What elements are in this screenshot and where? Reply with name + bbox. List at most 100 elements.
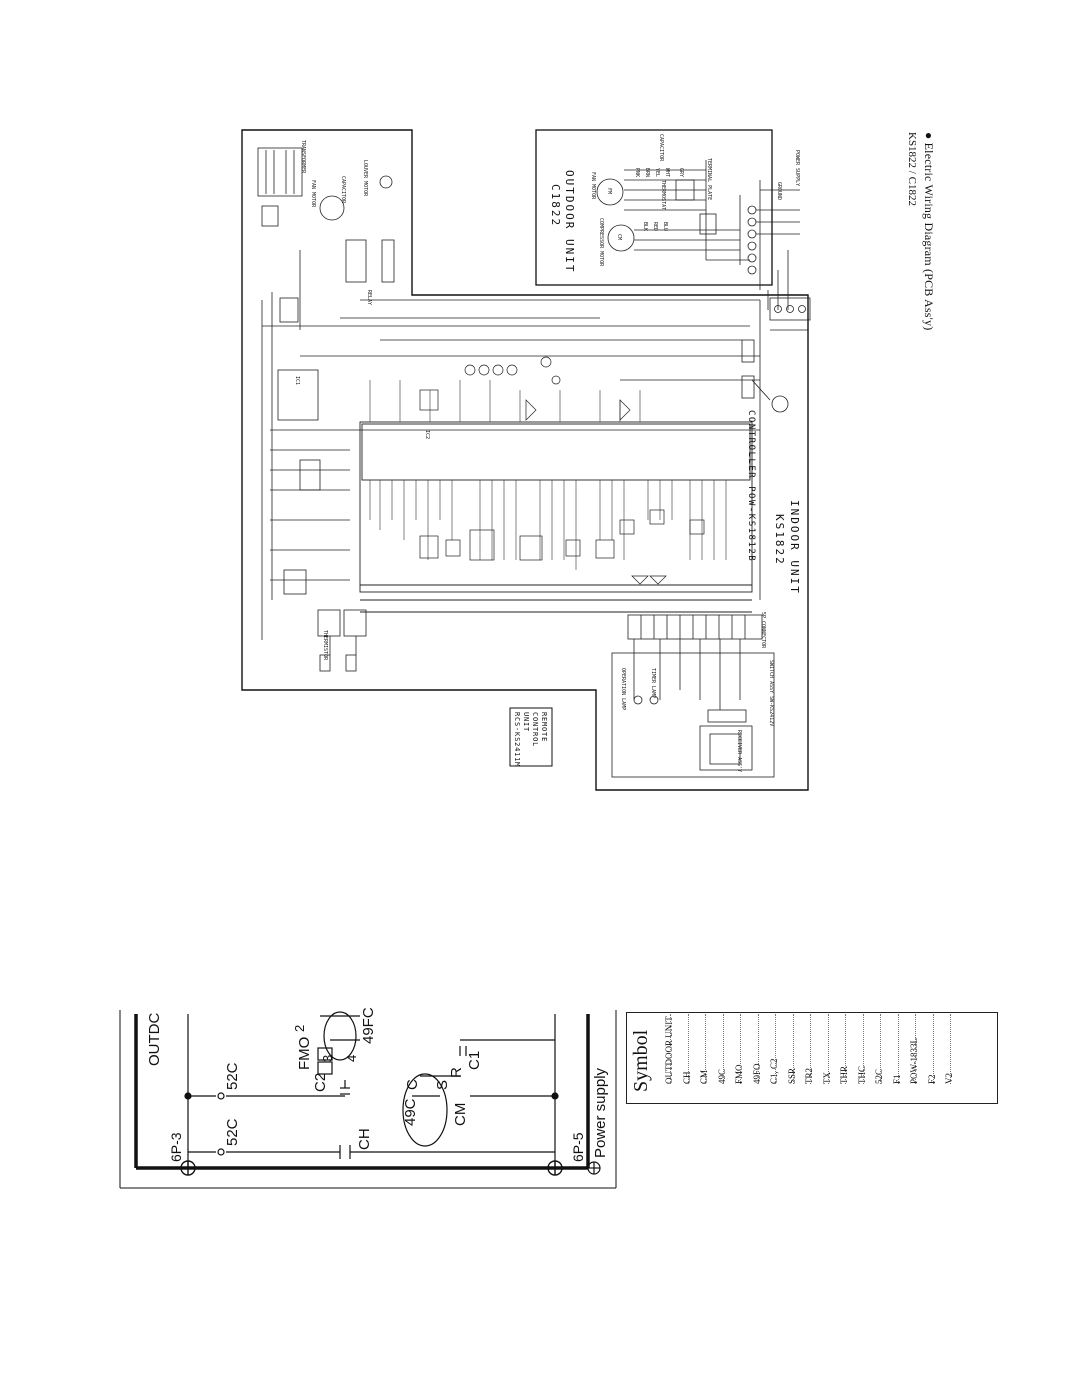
symbol-row-leader <box>757 1014 759 1084</box>
lower-49fc-text: 49FC <box>360 1007 377 1044</box>
outdoor-fan-motor-symbol <box>596 178 624 206</box>
ten-pin-connector <box>627 614 763 640</box>
outdoor-wiring <box>596 160 800 310</box>
lower-52c-lower-text: 52C <box>224 1118 241 1146</box>
symbol-row-leader <box>880 1014 881 1084</box>
lower-power-supply-label: Power supply <box>592 1068 609 1158</box>
symbol-row: THR <box>839 1066 849 1084</box>
louver-motor-symbol <box>379 175 393 189</box>
symbol-row-leader <box>775 1014 776 1084</box>
terminal-plate <box>769 297 811 321</box>
lower-r-terminal: R <box>448 1067 465 1078</box>
lower-components <box>419 509 705 585</box>
lower-pin3-text: 3 <box>320 1054 335 1062</box>
symbol-row: CH <box>681 1071 692 1084</box>
lower-49c-text: 49C <box>402 1098 419 1126</box>
lower-pin2-label: 2 <box>292 1025 307 1032</box>
symbol-row-leader <box>810 1014 811 1084</box>
switch-assy-box <box>611 652 775 778</box>
led-array <box>419 356 631 421</box>
lower-s-terminal: S <box>434 1080 451 1090</box>
lower-6p3-text: 6P-3 <box>168 1132 184 1162</box>
lower-6p5-text: 6P-5 <box>570 1132 586 1162</box>
lower-ch-text: CH <box>356 1128 373 1150</box>
remote-connector-wiring <box>611 614 775 778</box>
lower-pin4-label: 4 <box>344 1055 359 1062</box>
lower-circuit <box>184 1011 559 1168</box>
lower-52c-upper-text: 52C <box>224 1062 241 1090</box>
outdoor-unit-outline <box>535 129 773 286</box>
lower-c2-label: C2 <box>312 1073 329 1092</box>
symbol-row-leader <box>687 1014 689 1084</box>
symbol-row: C1, C2 <box>769 1058 779 1084</box>
indoor-left-wiring <box>257 147 760 640</box>
lower-6p5-label: 6P-5 <box>570 1132 586 1162</box>
symbol-row: 49FO <box>751 1063 762 1084</box>
symbol-row-leader <box>950 1014 951 1084</box>
symbol-row: F2 <box>926 1074 937 1084</box>
lower-frame <box>119 1010 617 1189</box>
lower-s-terminal-text: S <box>434 1079 451 1090</box>
lower-ch-label: CH <box>356 1128 373 1150</box>
right-connectors <box>620 297 811 600</box>
lower-fmo-text: FMO <box>296 1036 313 1070</box>
lower-6p3-label: 6P-3 <box>168 1132 184 1162</box>
symbol-title-text: Symbol <box>630 1029 652 1092</box>
lower-pin4-text: 4 <box>344 1054 359 1062</box>
symbol-row: TR2 <box>804 1067 814 1084</box>
symbol-row-leader <box>897 1014 899 1084</box>
symbol-title: Symbol <box>630 1030 653 1092</box>
symbol-row: THC <box>856 1066 867 1084</box>
controller-block <box>359 421 753 613</box>
symbol-row: FMO <box>734 1064 744 1084</box>
controller-outline <box>359 421 753 593</box>
symbol-row: F1 <box>891 1074 902 1084</box>
symbol-row-leader <box>740 1014 741 1084</box>
lower-52c-lower: 52C <box>224 1118 241 1146</box>
indoor-fan-motor-symbol <box>319 195 345 221</box>
symbol-row-leader <box>932 1014 934 1084</box>
lower-r-terminal-text: R <box>448 1067 465 1078</box>
transformer-symbol <box>257 147 303 197</box>
lower-c1-text: C1 <box>466 1050 483 1070</box>
symbol-row: SSR <box>786 1067 797 1084</box>
thermistor-connectors <box>317 609 367 672</box>
symbol-row-leader <box>862 1014 864 1084</box>
symbol-table <box>626 1012 998 1104</box>
symbol-row: OUTDOOR UNIT <box>664 1016 674 1084</box>
symbol-row: 49C <box>716 1068 727 1084</box>
lower-outdoor-text: OUTDC <box>146 1012 163 1066</box>
lower-c2-text: C2 <box>312 1072 329 1092</box>
controller-pins <box>369 380 727 570</box>
lower-c-terminal-text: C <box>404 1079 421 1090</box>
symbol-row: V2 <box>944 1073 954 1084</box>
symbol-row-leader <box>827 1014 829 1084</box>
lower-49fc-label: 49FC <box>360 1007 377 1044</box>
lower-power-supply-text: Power supply <box>592 1067 609 1158</box>
compressor-motor-symbol <box>607 224 635 252</box>
symbol-row: 52C <box>874 1068 884 1084</box>
remote-control-box <box>509 707 553 767</box>
symbol-row-leader <box>705 1014 706 1084</box>
symbol-row: TX <box>821 1072 832 1084</box>
lower-cm-label: CM <box>452 1103 469 1126</box>
lower-pin2-text: 2 <box>292 1024 307 1032</box>
symbol-row-leader <box>722 1014 724 1084</box>
lower-c1-label: C1 <box>466 1051 483 1070</box>
symbol-row-leader <box>845 1014 846 1084</box>
symbol-row: CM <box>699 1069 709 1084</box>
symbol-row: POW-1833L <box>909 1038 919 1084</box>
lower-52c-upper: 52C <box>224 1062 241 1090</box>
indoor-unit-outline <box>241 129 809 791</box>
lower-cm-text: CM <box>452 1102 469 1126</box>
lower-fmo-label: FMO <box>296 1037 313 1070</box>
symbol-row-leader <box>670 1014 671 1084</box>
relay-symbol <box>771 395 789 413</box>
lower-49c-label: 49C <box>402 1098 419 1126</box>
symbol-row-leader <box>915 1014 916 1084</box>
lower-outdoor-label: OUTDC <box>146 1013 163 1066</box>
symbol-row-leader <box>792 1014 794 1084</box>
lower-pin3-label: 3 <box>320 1055 335 1062</box>
